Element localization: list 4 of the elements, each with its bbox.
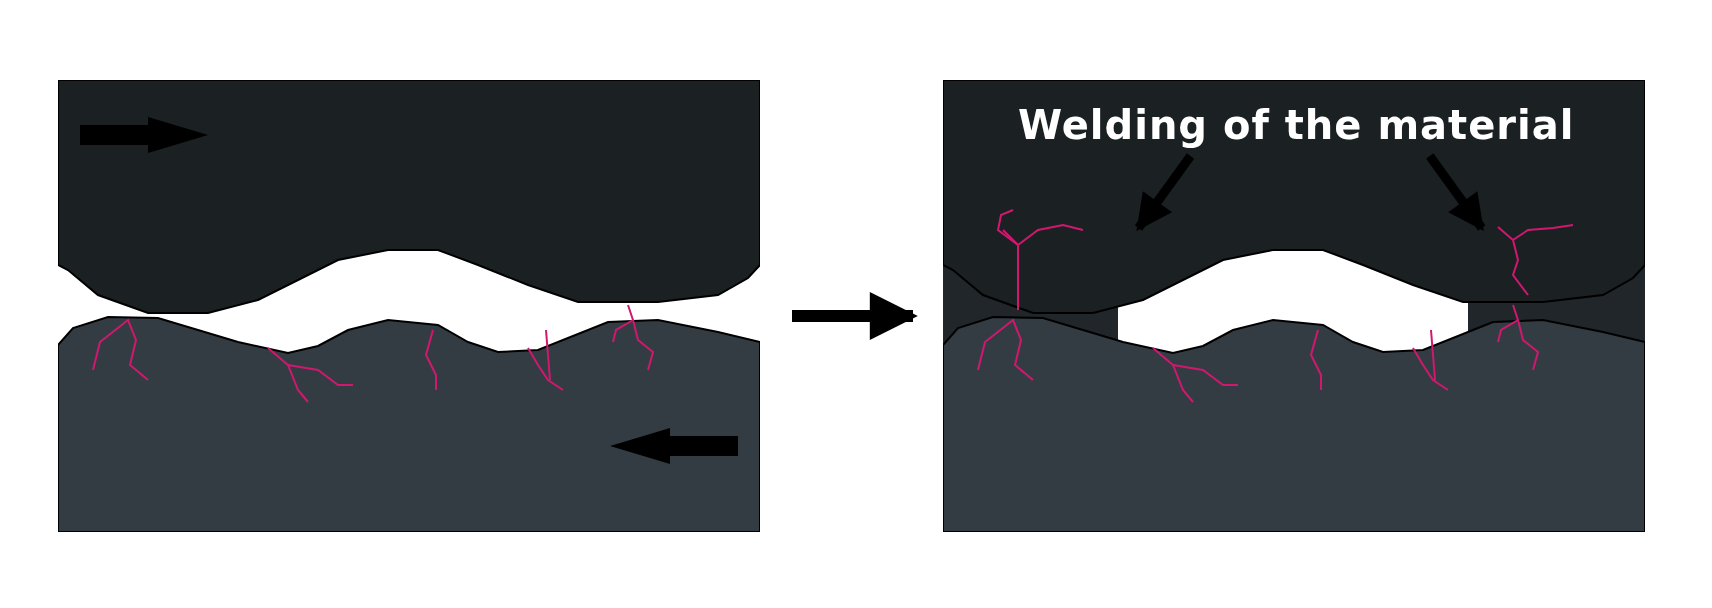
annotation-text: Welding of the material: [1018, 102, 1575, 148]
leader-arrow: [1426, 153, 1486, 231]
arrow: [792, 292, 918, 340]
leader-arrow: [1134, 153, 1195, 231]
